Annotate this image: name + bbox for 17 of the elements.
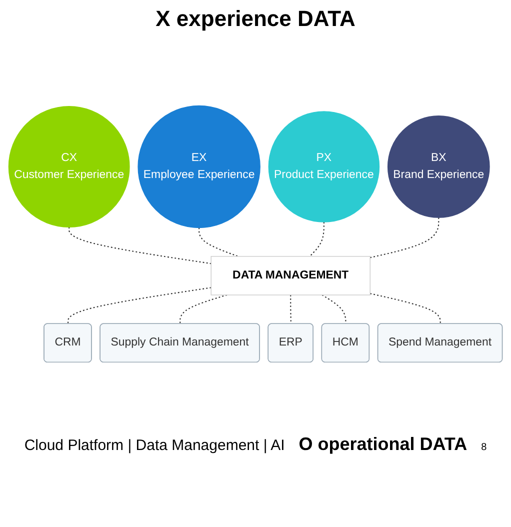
connector [370,293,441,324]
diagram-title: X experience DATA [156,6,356,32]
node-circle: EX Employee Experience [138,105,260,228]
connector [309,222,324,257]
connector [370,218,440,258]
platform-caption: Cloud Platform | Data Management | AI [24,437,285,454]
footer-heading: O operational DATA [298,434,468,455]
connector [68,227,212,264]
connector [198,228,238,257]
node-circle: BX Brand Experience [387,116,490,218]
node-circle: PX Product Experience [268,111,380,222]
page-number: 8 [481,442,487,453]
connector [322,294,346,324]
node-box: DATA MANAGEMENT [210,256,370,296]
connector [67,287,212,324]
connector [290,295,292,324]
node-circle: CX Customer Experience [8,106,130,228]
